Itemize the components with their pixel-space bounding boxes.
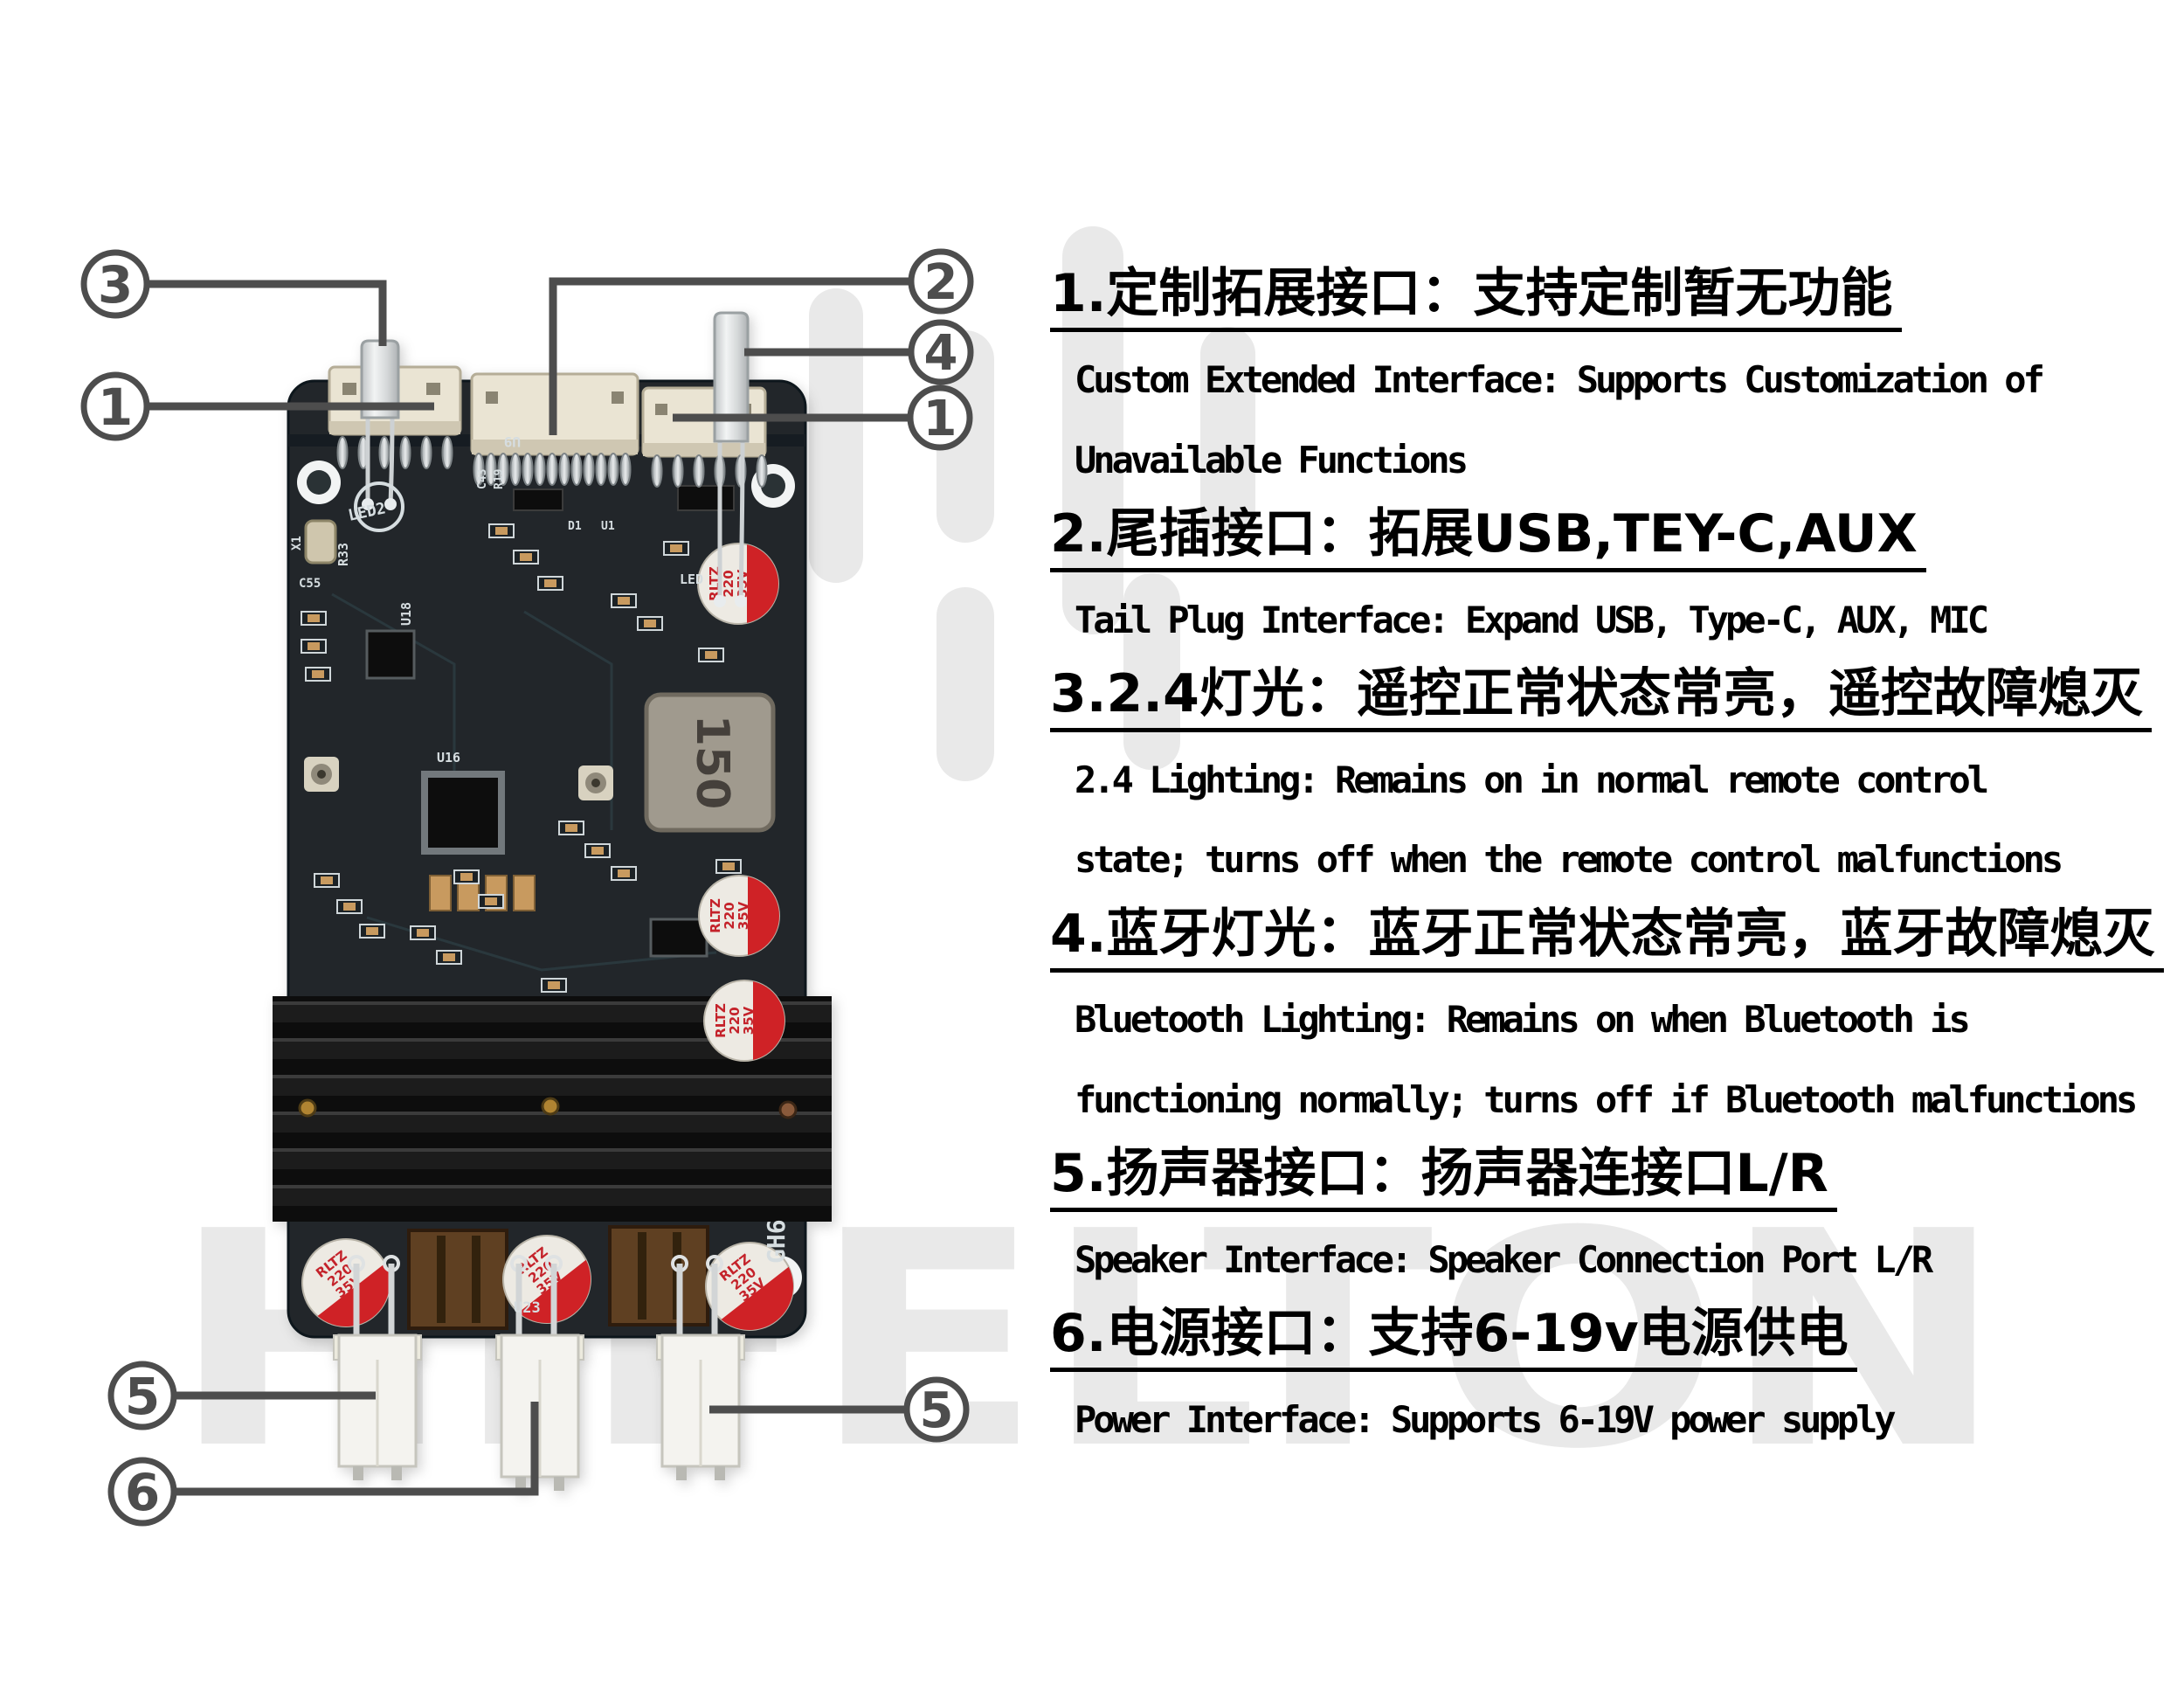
- feature-1-line-1: Custom Extended Interface: Supports Cust…: [1075, 358, 2045, 401]
- qfp-chip: [421, 771, 505, 855]
- feature-4-heading-text: 4.蓝牙灯光：蓝牙正常状态常亮，蓝牙故障熄灭: [1050, 908, 2164, 973]
- bottom-connector-1: [333, 1333, 422, 1480]
- feature-6-line-1: Power Interface: Supports 6-19V power su…: [1075, 1398, 1897, 1441]
- svg-text:U1: U1: [601, 520, 615, 533]
- led-1: [354, 339, 404, 532]
- svg-text:U9: U9: [504, 433, 521, 450]
- callout-line-6: [174, 1402, 539, 1496]
- callout-5-right: 5: [903, 1376, 970, 1443]
- callout-2: 2: [908, 248, 974, 315]
- led-2: [713, 311, 750, 607]
- ic-u18: [365, 629, 416, 680]
- svg-text:R33: R33: [335, 543, 351, 566]
- bottom-pins: [348, 1255, 723, 1335]
- svg-text:6: 6: [125, 1463, 160, 1522]
- svg-text:U18: U18: [398, 602, 414, 626]
- svg-text:1: 1: [923, 391, 957, 447]
- transformers: [407, 1225, 709, 1330]
- feature-4-line-2: functioning normally; turns off if Bluet…: [1075, 1078, 2138, 1121]
- svg-text:GH6: GH6: [762, 1219, 791, 1264]
- svg-text:2: 2: [924, 254, 958, 311]
- diode-1: [513, 488, 563, 511]
- feature-2-heading: 2.尾插接口：拓展USB,TEY-C,AUX: [1050, 508, 1926, 572]
- svg-text:1: 1: [98, 378, 133, 437]
- cap-label: 35V: [741, 1006, 757, 1035]
- callout-5-left: 5: [107, 1361, 177, 1430]
- svg-text:U16: U16: [437, 750, 460, 765]
- callout-line-3: [147, 280, 387, 346]
- callout-line-2: [549, 277, 911, 435]
- feature-6-heading-text: 6.电源接口：支持6-19v电源供电: [1050, 1307, 1857, 1372]
- callout-1-left: 1: [80, 371, 150, 441]
- feature-3-line-2: state; turns off when the remote control…: [1075, 838, 2063, 881]
- svg-text:U23: U23: [514, 1299, 541, 1317]
- cap-label: RLTZ: [708, 898, 723, 933]
- feature-2-heading-text: 2.尾插接口：拓展USB,TEY-C,AUX: [1050, 508, 1926, 572]
- feature-4-line-1: Bluetooth Lighting: Remains on when Blue…: [1075, 998, 1971, 1041]
- feature-5-line-1: Speaker Interface: Speaker Connection Po…: [1075, 1238, 1933, 1281]
- callout-circles: 3 1 2 4 1 5 6 5: [80, 248, 974, 1527]
- capacitors: RLTZ22035VRLTZ22035VRLTZ22035VRLTZ22035V…: [301, 543, 812, 1348]
- antenna-connector-2: [578, 765, 613, 800]
- svg-text:150: 150: [686, 715, 738, 810]
- feature-5-heading: 5.扬声器接口：扬声器连接口L/R: [1050, 1147, 1837, 1212]
- cap-label: 220: [727, 1007, 743, 1034]
- svg-text:5: 5: [125, 1367, 160, 1426]
- antenna-connector-1: [304, 757, 339, 792]
- feature-list: 1.定制拓展接口：支持定制暂无功能 Custom Extended Interfa…: [1050, 0, 2184, 1704]
- feature-3-heading: 3.2.4灯光：遥控正常状态常亮，遥控故障熄灭: [1050, 668, 2152, 732]
- diode-2: [677, 485, 735, 511]
- feature-2-line-1: Tail Plug Interface: Expand USB, Type-C,…: [1075, 599, 1989, 641]
- feature-3-line-1: 2.4 Lighting: Remains on in normal remot…: [1075, 758, 1989, 801]
- feature-4-heading: 4.蓝牙灯光：蓝牙正常状态常亮，蓝牙故障熄灭: [1050, 908, 2164, 973]
- ic-sop: [649, 918, 708, 958]
- svg-text:D1: D1: [568, 520, 582, 533]
- svg-text:X1: X1: [290, 536, 304, 551]
- feature-6-heading: 6.电源接口：支持6-19v电源供电: [1050, 1307, 1857, 1372]
- cap-label: 220: [722, 902, 737, 929]
- callout-4: 4: [908, 319, 974, 385]
- feature-1-heading-text: 1.定制拓展接口：支持定制暂无功能: [1050, 267, 1902, 332]
- callout-6: 6: [107, 1457, 177, 1527]
- svg-text:R19: R19: [493, 469, 506, 489]
- svg-text:LED: LED: [680, 571, 703, 587]
- svg-text:C55: C55: [299, 577, 321, 591]
- feature-1-line-2: Unavailable Functions: [1075, 439, 1469, 481]
- callout-1-right: 1: [907, 384, 973, 451]
- bottom-connector-2: [495, 1333, 584, 1491]
- bottom-connector-3: [656, 1333, 745, 1480]
- svg-text:5: 5: [920, 1382, 954, 1439]
- cap-label: 220: [721, 570, 736, 597]
- feature-5-heading-text: 5.扬声器接口：扬声器连接口L/R: [1050, 1147, 1837, 1212]
- feature-1-heading: 1.定制拓展接口：支持定制暂无功能: [1050, 267, 1902, 332]
- inductor-150: 150: [644, 692, 776, 833]
- cap-label: 35V: [736, 901, 751, 930]
- feature-3-heading-text: 3.2.4灯光：遥控正常状态常亮，遥控故障熄灭: [1050, 668, 2152, 732]
- callout-3: 3: [80, 249, 150, 319]
- svg-text:3: 3: [98, 255, 133, 315]
- cap-label: RLTZ: [713, 1003, 729, 1038]
- callout-lines: [147, 277, 911, 1496]
- crystal: [304, 519, 337, 565]
- svg-text:4: 4: [924, 325, 958, 382]
- svg-text:C43: C43: [476, 469, 489, 489]
